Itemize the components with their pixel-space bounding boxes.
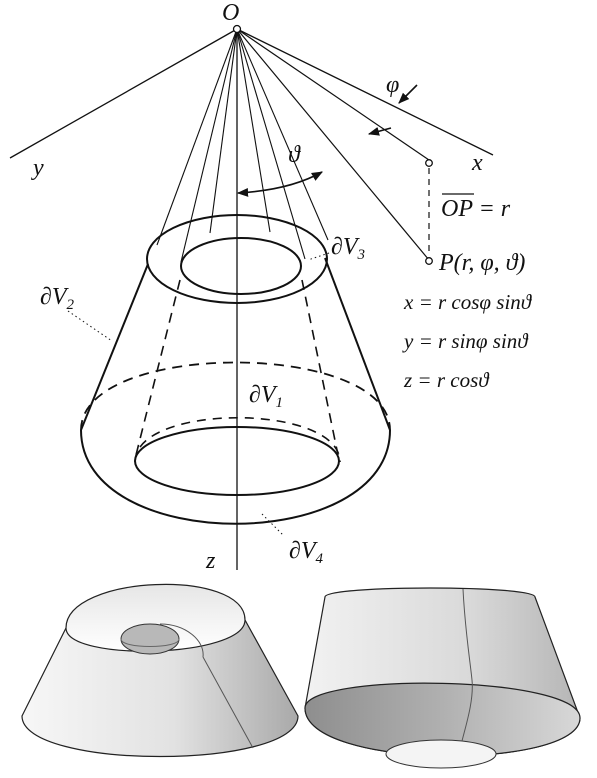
phi-arc-lower (367, 127, 392, 136)
inner-cone-right-hidden (301, 279, 339, 456)
phi-arc-upper (398, 84, 418, 104)
label-dV1: ∂V1 (249, 382, 283, 411)
cone-top-outer-ellipse (146, 214, 328, 304)
y-axis-line (9, 28, 238, 159)
label-theta: ϑ (288, 142, 301, 168)
ray-to-projection (236, 28, 430, 161)
label-dV3: ∂V3 (331, 234, 365, 263)
equation-x: x = r cosφ sinϑ (403, 290, 533, 314)
projection-point (425, 159, 433, 167)
label-y-axis: y (31, 155, 44, 181)
cone-bottom-inner-ellipse-front (134, 426, 340, 496)
label-origin: O (222, 0, 239, 26)
leader-dV4 (261, 513, 284, 536)
diagram-labels: O y x z φ ϑ ∂V3 ∂V2 ∂V1 ∂V4 OP = r P(r, … (31, 0, 533, 574)
inner-cone-left-hidden (135, 279, 181, 456)
label-op: OP = r (441, 196, 511, 222)
ray-to-point-p (236, 28, 430, 261)
label-dV2: ∂V2 (40, 284, 75, 313)
cone-bottom-outer-back (80, 361, 391, 431)
cone-outer-right-edge (324, 257, 391, 431)
cone-bottom-outer-front (80, 429, 391, 525)
leader-dV3 (307, 252, 330, 261)
cone-generator-rays (156, 28, 329, 263)
x-axis-line (236, 28, 494, 156)
cone-bottom-inner-back (134, 416, 341, 463)
cone-top-inner-ellipse (180, 237, 302, 295)
coordinate-diagram (9, 24, 494, 570)
label-z-axis: z (205, 548, 216, 574)
label-x-axis: x (471, 150, 483, 176)
cone-outer-left-edge (80, 263, 149, 431)
label-phi: φ (386, 72, 399, 98)
equation-z: z = r cosϑ (403, 368, 490, 392)
point-p (425, 257, 433, 265)
origin-point (232, 24, 242, 34)
label-dV4: ∂V4 (289, 538, 324, 567)
leader-dV2 (67, 310, 113, 342)
equation-y: y = r sinφ sinϑ (402, 329, 529, 353)
label-point-p: P(r, φ, ϑ) (438, 250, 525, 276)
theta-arc (236, 171, 323, 197)
render-cone-top-view (21, 583, 299, 758)
render-cone-bottom-view (304, 587, 581, 769)
